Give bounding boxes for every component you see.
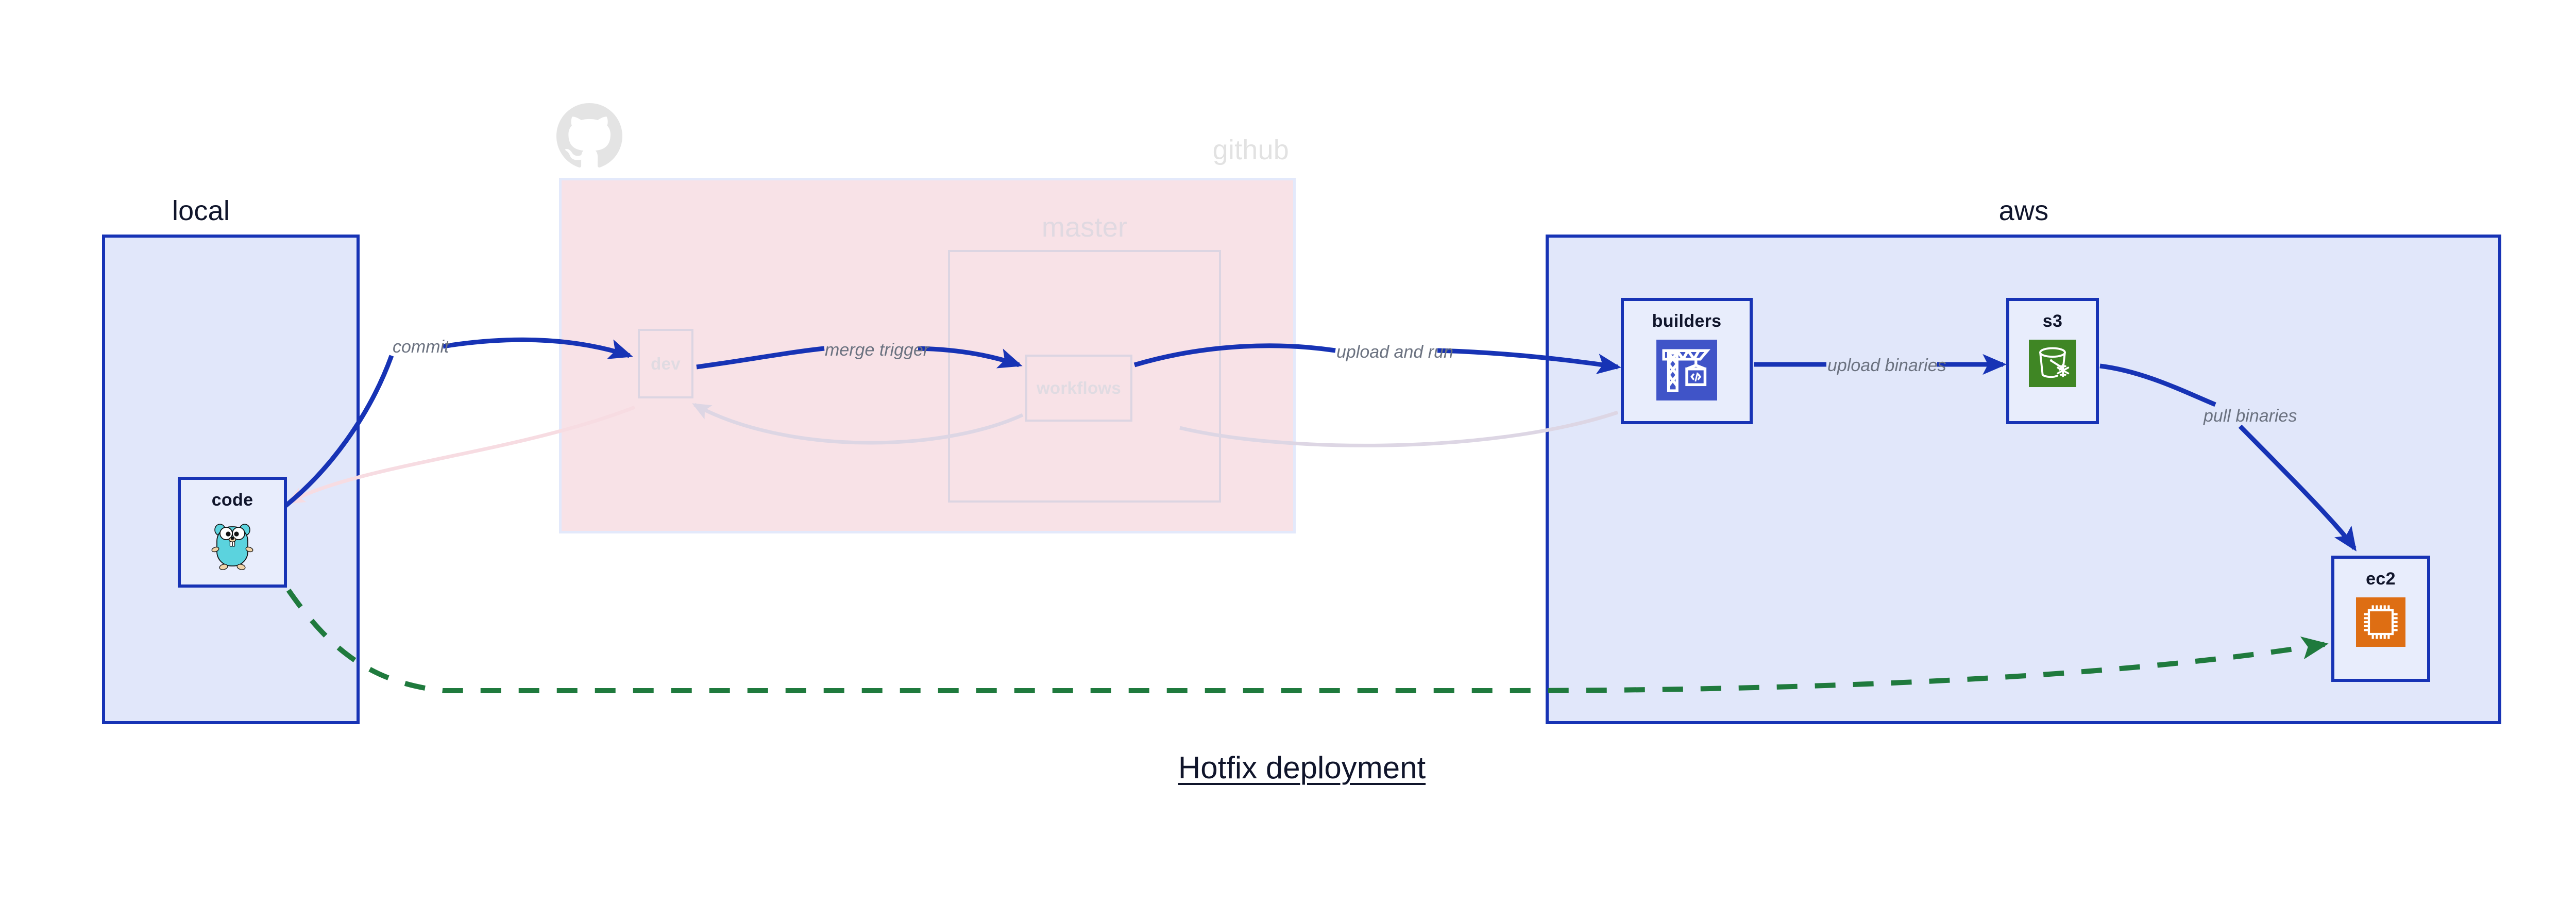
node-ec2[interactable]: ec2 xyxy=(2331,556,2430,682)
node-s3[interactable]: s3 xyxy=(2006,298,2099,424)
node-dev[interactable]: dev xyxy=(638,329,693,398)
node-builders[interactable]: builders xyxy=(1621,298,1753,424)
node-label-workflows: workflows xyxy=(1036,378,1122,397)
group-label-local: local xyxy=(172,195,230,226)
edge-label-commit: commit xyxy=(393,337,450,357)
edge-label-upload-and-run: upload and run xyxy=(1336,342,1453,362)
aws-s3-glacier-icon xyxy=(2029,340,2076,390)
go-gopher-icon xyxy=(210,519,255,575)
group-label-aws: aws xyxy=(1998,195,2049,226)
node-workflows[interactable]: workflows xyxy=(1025,355,1132,422)
node-code[interactable]: code xyxy=(178,477,287,588)
group-label-github: github xyxy=(1212,135,1289,165)
group-label-master: master xyxy=(1041,212,1128,243)
node-label-ec2: ec2 xyxy=(2366,569,2396,589)
node-label-dev: dev xyxy=(651,354,681,373)
github-mark-icon xyxy=(556,103,622,169)
aws-ec2-icon xyxy=(2356,597,2405,649)
diagram-title: Hotfix deployment xyxy=(1178,750,1426,785)
node-label-s3: s3 xyxy=(2042,311,2063,331)
group-master xyxy=(948,250,1221,503)
node-label-builders: builders xyxy=(1652,311,1722,331)
aws-codebuild-icon xyxy=(1656,340,1717,403)
node-label-code: code xyxy=(211,490,253,510)
